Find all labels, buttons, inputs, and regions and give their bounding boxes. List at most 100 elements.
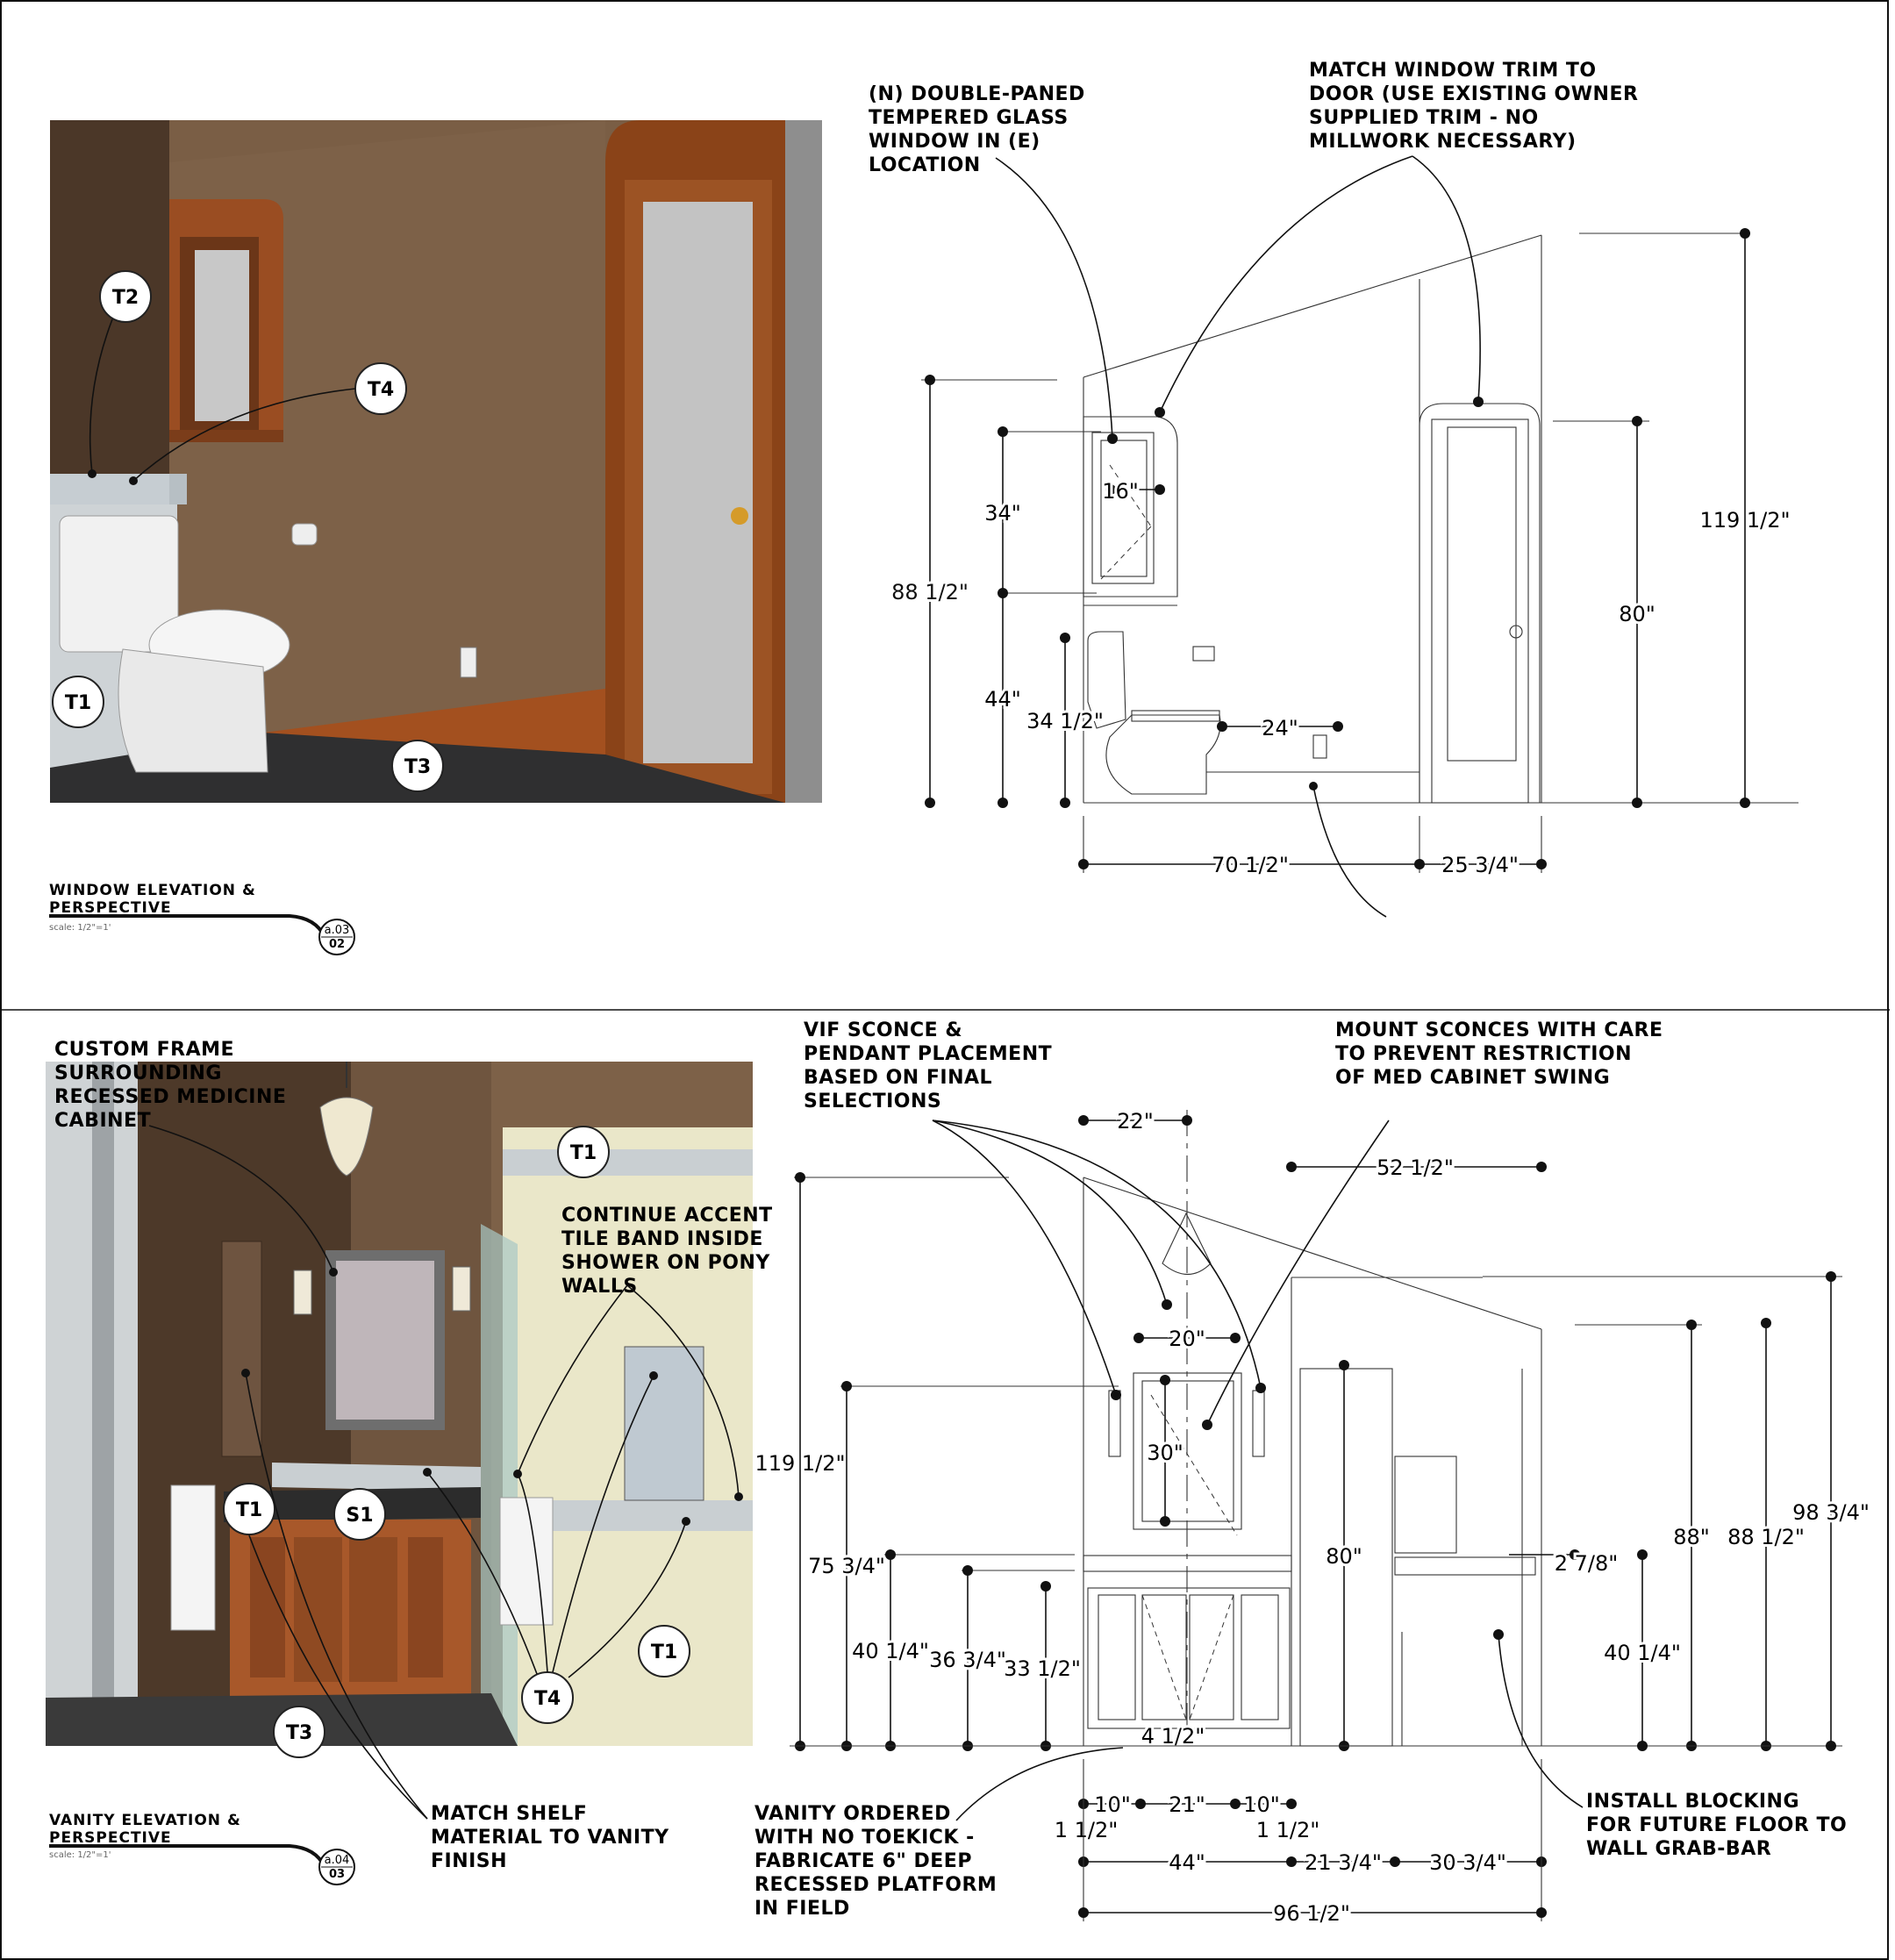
note-accent-line2: TILE BAND INSIDE [561, 1228, 763, 1250]
bottom-elevation-dimensions: 22" 52 1/2" 20" 30" 119 1/2" 75 3/4" 40 … [752, 1106, 1871, 1928]
note-mount-line1: MOUNT SCONCES WITH CARE [1335, 1019, 1663, 1041]
note-vanity-line4: RECESSED PLATFORM [754, 1874, 997, 1896]
tag-t3: T3 [404, 756, 431, 778]
top-title-block: WINDOW ELEVATION & PERSPECTIVE scale: 1/… [49, 882, 355, 955]
dim-75-75: 75 3/4" [808, 1554, 885, 1578]
dim-10-right: 10" [1243, 1792, 1280, 1817]
tag-t4: T4 [368, 379, 394, 401]
note-blocking-line2: FOR FUTURE FLOOR TO [1586, 1814, 1847, 1836]
tag-circle-t3 [391, 740, 444, 792]
note-frame-line2: SURROUNDING [54, 1062, 222, 1084]
note-blocking-line1: INSTALL BLOCKING [1586, 1791, 1799, 1813]
dim-34: 34" [984, 501, 1021, 526]
top-elevation-dimensions: 88 1/2" 34" 44" 34 1/2" 16" 24" 119 1/2"… [889, 228, 1798, 918]
dim-10-left: 10" [1094, 1792, 1131, 1817]
note-window-line2: TEMPERED GLASS [869, 107, 1069, 129]
note-window-line1: (N) DOUBLE-PANED [869, 83, 1085, 105]
dim-80: 80" [1326, 1544, 1362, 1569]
dim-16: 16" [1102, 479, 1139, 504]
note-sconce-line3: BASED ON FINAL [804, 1067, 992, 1089]
tag-t1-lower: T1 [651, 1642, 677, 1663]
dim-24: 24" [1262, 716, 1298, 740]
dim-98-75: 98 3/4" [1792, 1500, 1870, 1525]
bottom-title-block: VANITY ELEVATION & PERSPECTIVE scale: 1/… [49, 1812, 355, 1885]
tag-t3: T3 [286, 1722, 312, 1744]
window-perspective-render [50, 120, 822, 803]
dim-70-5: 70 1/2" [1212, 853, 1289, 877]
tag-t2: T2 [112, 287, 139, 309]
tag-s1: S1 [346, 1505, 373, 1527]
dim-119-5: 119 1/2" [754, 1451, 845, 1476]
note-vanity-line2: WITH NO TOEKICK - [754, 1827, 975, 1849]
bottom-perspective-tags: T1 T1 S1 T1 T4 T3 [223, 1126, 690, 1758]
dim-25-75: 25 3/4" [1441, 853, 1519, 877]
note-accent-line3: SHOWER ON PONY [561, 1252, 770, 1274]
dim-40-25-right: 40 1/4" [1604, 1641, 1681, 1665]
note-window-line3: WINDOW IN (E) [869, 131, 1040, 153]
note-shelf-line1: MATCH SHELF [431, 1803, 587, 1825]
note-trim-line3: SUPPLIED TRIM - NO [1309, 107, 1539, 129]
bottom-scale: scale: 1/2"=1' [49, 1850, 111, 1860]
dim-21: 21" [1169, 1792, 1205, 1817]
note-shelf-line3: FINISH [431, 1850, 507, 1872]
bottom-title-line2: PERSPECTIVE [49, 1829, 172, 1847]
dim-88: 88" [1673, 1525, 1710, 1549]
top-detail-no: 02 [329, 938, 345, 951]
note-accent-line1: CONTINUE ACCENT [561, 1205, 773, 1227]
note-sconce-line1: VIF SCONCE & [804, 1019, 962, 1041]
note-vanity-line1: VANITY ORDERED [754, 1803, 951, 1825]
note-sconce-line2: PENDANT PLACEMENT [804, 1043, 1052, 1065]
note-accent-line4: WALLS [561, 1276, 638, 1298]
note-vanity-line5: IN FIELD [754, 1898, 850, 1920]
note-mount-line3: OF MED CABINET SWING [1335, 1067, 1610, 1089]
note-blocking-line3: WALL GRAB-BAR [1586, 1838, 1771, 1860]
top-title-line1: WINDOW ELEVATION & [49, 882, 256, 899]
top-sheet-ref: a.03 [325, 924, 350, 937]
note-frame-line3: RECESSED MEDICINE [54, 1086, 286, 1108]
dim-21-75: 21 3/4" [1305, 1850, 1382, 1875]
dim-4-5: 4 1/2" [1141, 1724, 1205, 1749]
dim-88-5: 88 1/2" [1727, 1525, 1805, 1549]
dim-119-5: 119 1/2" [1699, 508, 1790, 533]
bottom-sheet-ref: a.04 [325, 1854, 350, 1867]
dim-88-5: 88 1/2" [891, 580, 969, 604]
dim-2-875: 2 7/8" [1555, 1551, 1619, 1576]
note-frame-line4: CABINET [54, 1110, 151, 1132]
note-trim-line4: MILLWORK NECESSARY) [1309, 131, 1577, 153]
dim-52-5: 52 1/2" [1377, 1155, 1454, 1180]
dim-96-5: 96 1/2" [1273, 1901, 1350, 1926]
note-shelf-line2: MATERIAL TO VANITY [431, 1827, 669, 1849]
vanity-elevation-drawing [1083, 1110, 1542, 1747]
dim-44: 44" [984, 687, 1021, 712]
dim-40-25-left: 40 1/4" [852, 1639, 929, 1663]
dim-36-75: 36 3/4" [929, 1648, 1006, 1672]
note-trim-line1: MATCH WINDOW TRIM TO [1309, 60, 1597, 82]
top-notes: (N) DOUBLE-PANED TEMPERED GLASS WINDOW I… [869, 60, 1638, 444]
top-perspective-tags: T2 T4 T1 T3 [52, 270, 444, 792]
top-scale: scale: 1/2"=1' [49, 923, 111, 933]
bottom-notes: CUSTOM FRAME SURROUNDING RECESSED MEDICI… [54, 1019, 1847, 1920]
note-trim-line2: DOOR (USE EXISTING OWNER [1309, 83, 1638, 105]
note-vanity-line3: FABRICATE 6" DEEP [754, 1850, 972, 1872]
tag-t1: T1 [65, 692, 91, 714]
dim-20: 20" [1169, 1327, 1205, 1351]
tag-circle-t1 [52, 676, 104, 728]
note-mount-line2: TO PREVENT RESTRICTION [1335, 1043, 1632, 1065]
dim-34-5: 34 1/2" [1026, 709, 1104, 733]
vanity-perspective-render [46, 1062, 753, 1746]
dim-80: 80" [1619, 602, 1655, 626]
dim-44: 44" [1169, 1850, 1205, 1875]
note-sconce-line4: SELECTIONS [804, 1091, 941, 1112]
tag-t1-upper: T1 [570, 1142, 597, 1164]
tag-circle-t2 [99, 270, 152, 323]
dim-30-75: 30 3/4" [1429, 1850, 1506, 1875]
dim-33-5: 33 1/2" [1004, 1656, 1081, 1681]
dim-1-5-left: 1 1/2" [1055, 1818, 1119, 1842]
top-title-line2: PERSPECTIVE [49, 899, 172, 917]
window-elevation-drawing [1083, 234, 1542, 804]
bottom-detail-no: 03 [329, 1868, 345, 1881]
note-window-line4: LOCATION [869, 154, 981, 176]
note-frame-line1: CUSTOM FRAME [54, 1039, 234, 1061]
